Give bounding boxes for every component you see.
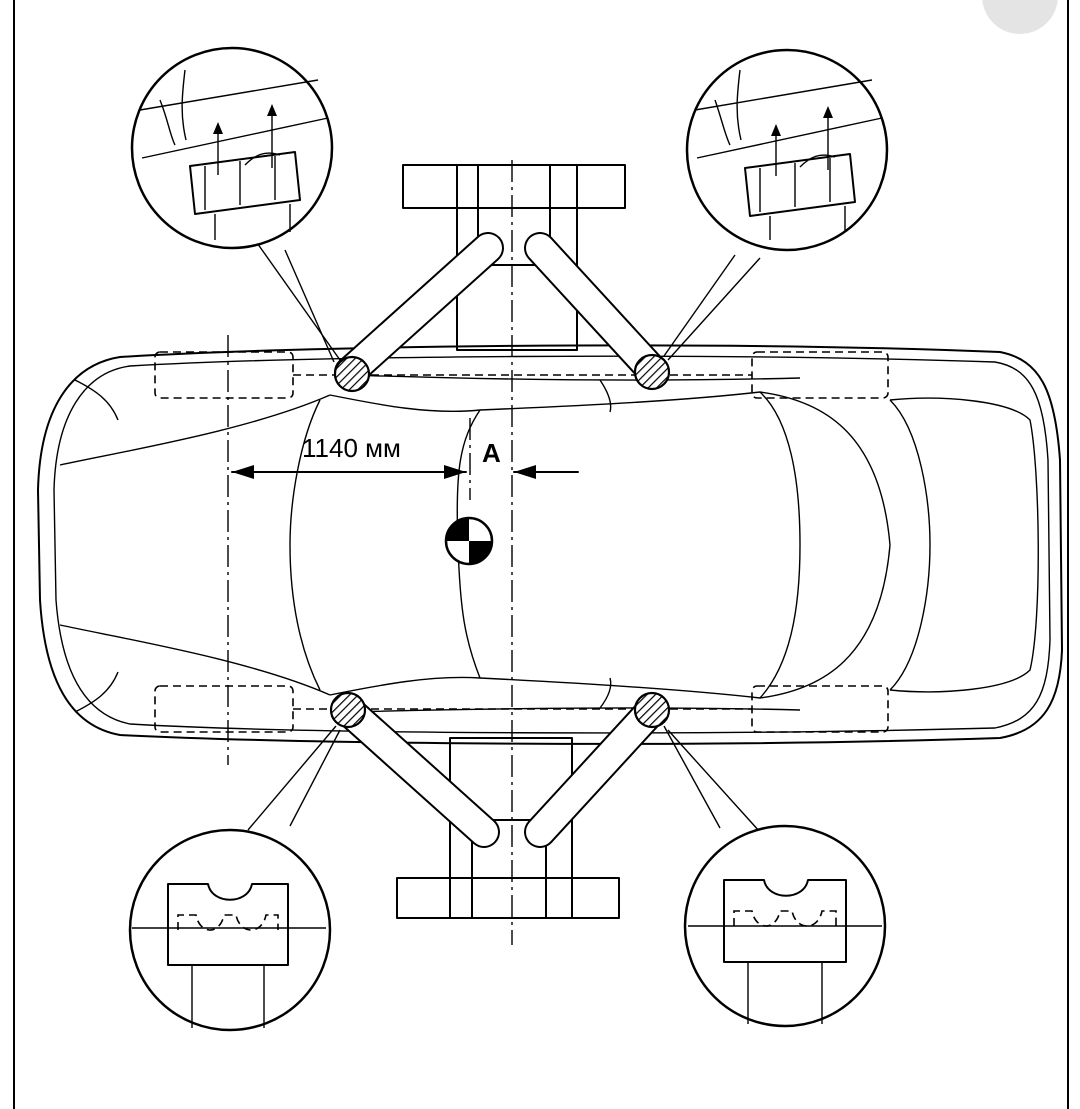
dimension-annotation: 1140 мм A xyxy=(231,433,579,479)
lift-pad-rear-left xyxy=(633,353,671,391)
detail-top-right xyxy=(685,48,889,252)
car-body xyxy=(37,344,1063,745)
lift-pads xyxy=(329,353,671,729)
lift-arms xyxy=(332,232,668,848)
corner-button-icon[interactable] xyxy=(982,0,1058,34)
detail-leaders xyxy=(247,239,761,833)
detail-bottom-left xyxy=(128,828,332,1032)
lift-pad-rear-right xyxy=(633,691,671,729)
detail-bottom-right xyxy=(683,824,887,1028)
center-of-gravity-icon xyxy=(444,516,494,566)
center-lines xyxy=(227,160,513,945)
dimension-label: 1140 мм xyxy=(302,433,401,463)
point-a-label: A xyxy=(482,438,501,468)
page-frame xyxy=(13,0,1069,1109)
wheel-outlines xyxy=(154,351,889,733)
lift-pad-front-right xyxy=(329,691,367,729)
lift-pad-front-left xyxy=(333,355,371,393)
detail-top-left xyxy=(130,46,334,250)
